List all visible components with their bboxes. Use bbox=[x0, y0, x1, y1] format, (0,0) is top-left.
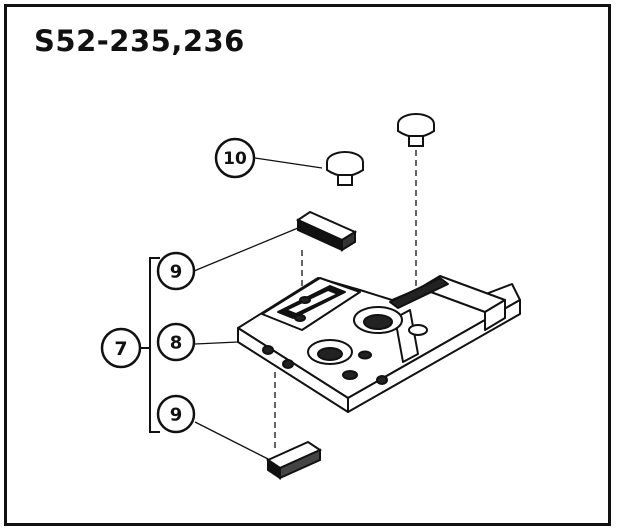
leader-lines bbox=[193, 157, 323, 461]
callout-9-upper-label: 9 bbox=[170, 262, 183, 283]
callout-9-lower-label: 9 bbox=[170, 405, 183, 426]
screw-head-upper bbox=[397, 113, 435, 147]
screw-head-part-10 bbox=[326, 151, 364, 186]
group-bracket bbox=[149, 257, 160, 433]
callout-9-lower: 9 bbox=[156, 394, 196, 434]
callout-7: 7 bbox=[100, 327, 142, 369]
callout-8: 8 bbox=[156, 322, 196, 362]
callout-9-upper: 9 bbox=[156, 251, 196, 291]
block-upper bbox=[295, 210, 358, 252]
needle-plate bbox=[237, 275, 521, 413]
diagram-title: S52-235,236 bbox=[34, 24, 245, 58]
block-lower bbox=[265, 440, 323, 480]
callout-10: 10 bbox=[214, 137, 256, 179]
callout-10-label: 10 bbox=[223, 149, 247, 169]
plate-holes bbox=[262, 296, 428, 385]
callout-8-label: 8 bbox=[170, 333, 183, 354]
diagram-frame bbox=[4, 4, 611, 526]
callout-7-label: 7 bbox=[114, 338, 127, 360]
